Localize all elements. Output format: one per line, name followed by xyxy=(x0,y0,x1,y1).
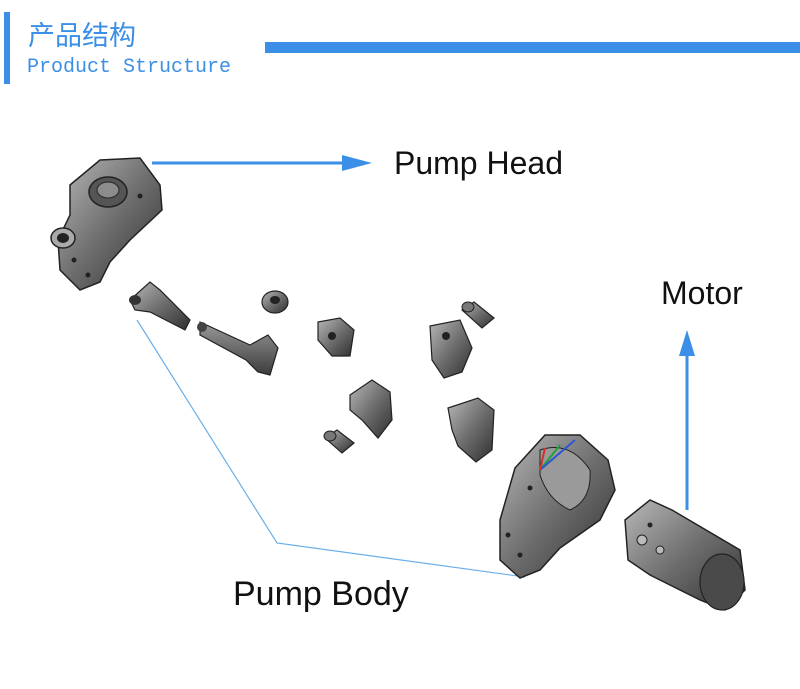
motor-part xyxy=(624,499,746,611)
header-divider-line xyxy=(265,42,800,53)
diaphragm-holder-part xyxy=(349,379,393,439)
pump-head-arrow xyxy=(152,155,372,171)
pump-body-label: Pump Body xyxy=(233,575,409,613)
motor-arrow xyxy=(679,330,695,510)
motor-label: Motor xyxy=(661,275,743,311)
header-accent-bar xyxy=(4,12,10,84)
rocker-bracket-part xyxy=(429,319,473,379)
elbow-tube-part xyxy=(197,321,279,376)
pump-body-part xyxy=(499,434,616,579)
section-title-cn: 产品结构 xyxy=(28,21,136,52)
inlet-nozzle-part xyxy=(129,281,191,331)
pump-body-callout-line xyxy=(136,319,526,578)
pin-part-upper xyxy=(461,301,495,329)
pump-head-part xyxy=(50,157,163,291)
bushing-part xyxy=(261,290,289,314)
valve-bracket-part xyxy=(317,317,355,357)
pump-head-label: Pump Head xyxy=(394,145,563,181)
section-title-en: Product Structure xyxy=(27,56,232,79)
pin-part-lower xyxy=(323,429,355,454)
connecting-rod-part xyxy=(447,397,495,463)
